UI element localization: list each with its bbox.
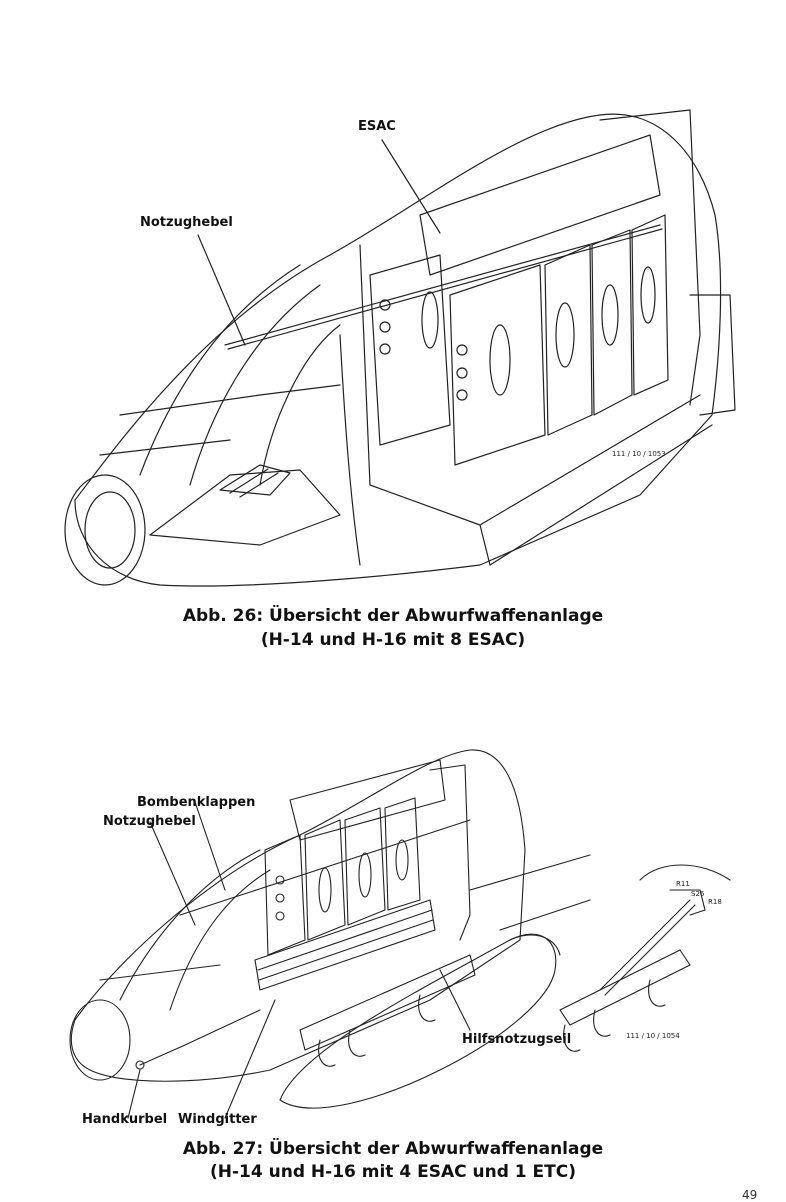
fig27-leader-windgitter xyxy=(224,999,276,1119)
fig27-canopy-frame-1 xyxy=(119,849,261,1001)
fig27-leader-hilfsnotzugseil xyxy=(439,969,471,1031)
fig26-rear-frame xyxy=(599,109,701,406)
fig26-canopy-frame-2 xyxy=(189,284,321,486)
fig26-canopy-frame-1 xyxy=(139,264,301,476)
fig26-canopy-frame-5 xyxy=(99,439,231,456)
fig26-esac-racks xyxy=(369,134,669,466)
fig26-cockpit-bulkhead xyxy=(339,334,361,566)
fig27-bay-frame xyxy=(429,764,471,941)
fig27-fuselage-shell xyxy=(70,749,526,1082)
fig27-esac-racks xyxy=(264,759,446,956)
fig27-etc-detached xyxy=(559,864,731,1052)
fig26-bay-floor xyxy=(479,394,701,526)
fig27-drawing xyxy=(69,749,731,1119)
fig27-drop-tank xyxy=(279,933,557,1109)
fig27-canopy-frame-3 xyxy=(99,964,221,981)
figure-27: Bombenklappen Notzughebel Hilfsnotzugsei… xyxy=(0,740,786,1145)
fig26-cockpit-floor xyxy=(149,469,341,546)
fig27-windgitter xyxy=(254,899,436,991)
fig27-label-windgitter: Windgitter xyxy=(178,1112,257,1127)
fig26-rear-strut xyxy=(689,294,736,416)
fig26-label-notzughebel: Notzughebel xyxy=(140,215,233,230)
fig27-label-hilfsnotzugseil: Hilfsnotzugseil xyxy=(462,1032,572,1047)
fig26-drawing xyxy=(64,109,736,587)
fig27-pointer-1 xyxy=(469,854,591,891)
fig26-canopy-frame-3 xyxy=(259,324,341,486)
fig27-label-notzughebel: Notzughebel xyxy=(103,814,196,829)
fig26-seat xyxy=(219,464,291,496)
fig27-ref-number: 111 / 10 / 1054 xyxy=(626,1032,680,1040)
fig27-leader-notzughebel xyxy=(149,821,196,926)
fig26-bay-floor-2 xyxy=(489,424,713,566)
fig27-etc-rack xyxy=(299,954,476,1067)
fig26-label-esac: ESAC xyxy=(358,119,396,134)
fig27-label-r11: R11 xyxy=(676,880,690,888)
page-number: 49 xyxy=(742,1188,758,1202)
fig26-nose-ring xyxy=(64,474,146,586)
fig27-control-rod xyxy=(179,819,471,916)
fig27-label-bombenklappen: Bombenklappen xyxy=(137,795,256,810)
fig27-leader-handkurbel xyxy=(127,1069,141,1119)
fig26-control-rod xyxy=(224,224,661,346)
fig27-label-handkurbel: Handkurbel xyxy=(82,1112,168,1127)
fig27-canopy-frame-2 xyxy=(169,869,271,1011)
fig27-drop-tank-nose xyxy=(509,934,561,956)
fig27-pointer-2 xyxy=(499,899,591,931)
fig27-caption-line2: (H-14 und H-16 mit 4 ESAC und 1 ETC) xyxy=(209,1162,576,1182)
fig26-seat-line-2 xyxy=(239,472,279,498)
fig26-caption-line1: Abb. 26: Übersicht der Abwurfwaffenanlag… xyxy=(182,606,604,626)
fig27-handkurbel xyxy=(135,1009,261,1070)
fig26-leader-esac xyxy=(381,139,441,234)
fig26-control-rod-2 xyxy=(227,228,663,350)
fig27-nose-ring xyxy=(69,999,131,1081)
fig26-seat-line-1 xyxy=(229,468,269,494)
fig26-bay-front-frame xyxy=(359,244,491,566)
fig27-leader-bombenklappen xyxy=(194,801,226,891)
fig27-label-s26: S26 xyxy=(691,890,705,898)
fig26-leader-notzughebel xyxy=(197,234,246,346)
fig26-ref-number: 111 / 10 / 1053 xyxy=(612,450,666,458)
fig27-caption-line1: Abb. 27: Übersicht der Abwurfwaffenanlag… xyxy=(182,1139,604,1159)
fig26-canopy-frame-4 xyxy=(119,384,341,416)
fig26-caption-line2: (H-14 und H-16 mit 8 ESAC) xyxy=(260,630,526,650)
fig27-label-r18: R18 xyxy=(708,898,722,906)
fig26-fuselage-shell xyxy=(74,113,722,587)
figure-26: ESAC Notzughebel 111 / 10 / 1053 xyxy=(0,95,786,605)
fig26-nose-inner xyxy=(84,491,136,569)
